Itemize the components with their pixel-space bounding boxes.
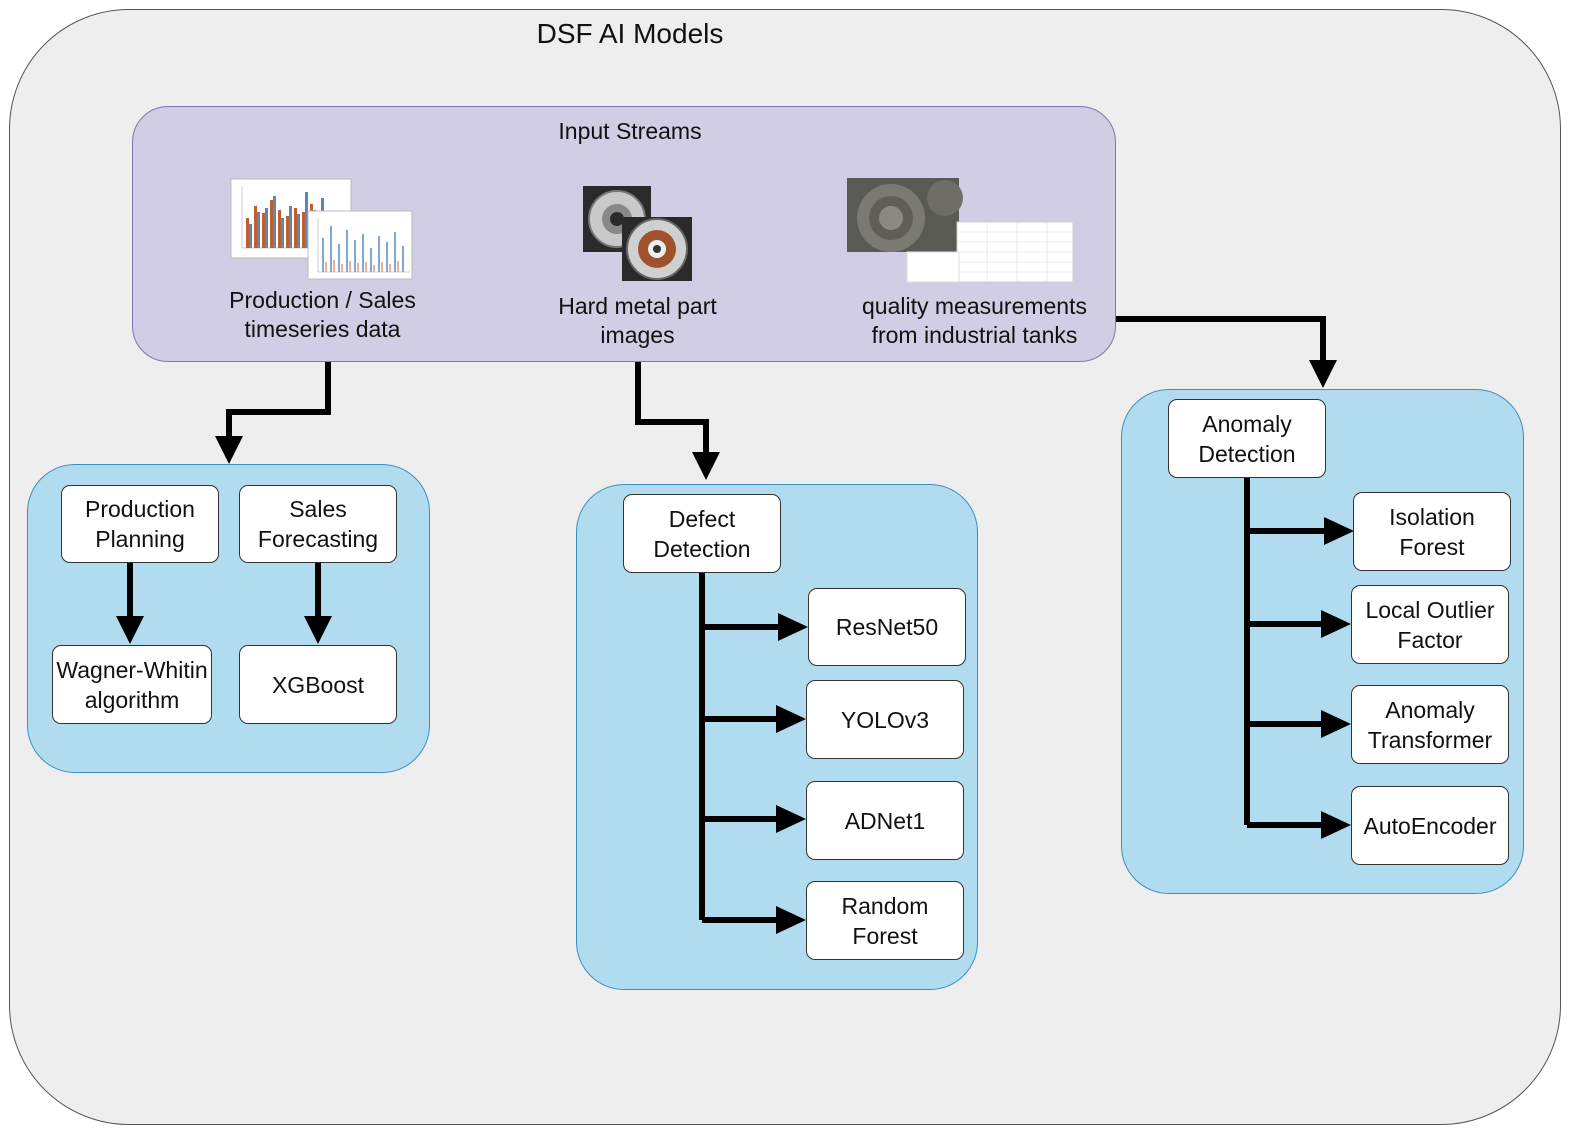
anomaly-detection-node[interactable]: Anomaly Detection [1168,399,1326,478]
autoencoder-node[interactable]: AutoEncoder [1351,786,1509,865]
tank-source-label: quality measurements from industrial tan… [862,293,1087,348]
input-streams-title: Input Streams [558,118,702,144]
random-forest-node[interactable]: Random Forest [806,881,964,960]
metal-part-source-label: Hard metal part images [558,293,717,348]
adnet1-node[interactable]: ADNet1 [806,781,964,860]
yolov3-node[interactable]: YOLOv3 [806,680,964,759]
production-planning-node[interactable]: Production Planning [61,485,219,563]
defect-detection-node[interactable]: Defect Detection [623,494,781,573]
metal-part-image [582,185,694,283]
timeseries-source-label: Production / Sales timeseries data [229,287,416,342]
isolation-forest-node[interactable]: Isolation Forest [1353,492,1511,571]
sales-forecasting-node[interactable]: Sales Forecasting [239,485,397,563]
anomaly-transformer-node[interactable]: Anomaly Transformer [1351,685,1509,764]
resnet50-node[interactable]: ResNet50 [808,588,966,666]
local-outlier-factor-node[interactable]: Local Outlier Factor [1351,585,1509,664]
xgboost-node[interactable]: XGBoost [239,645,397,724]
wagner-whitin-node[interactable]: Wagner-Whitin algorithm [52,645,212,724]
timeseries-chart-image [230,178,415,282]
diagram-title: DSF AI Models [536,18,724,49]
tank-measurement-image [847,178,1075,284]
